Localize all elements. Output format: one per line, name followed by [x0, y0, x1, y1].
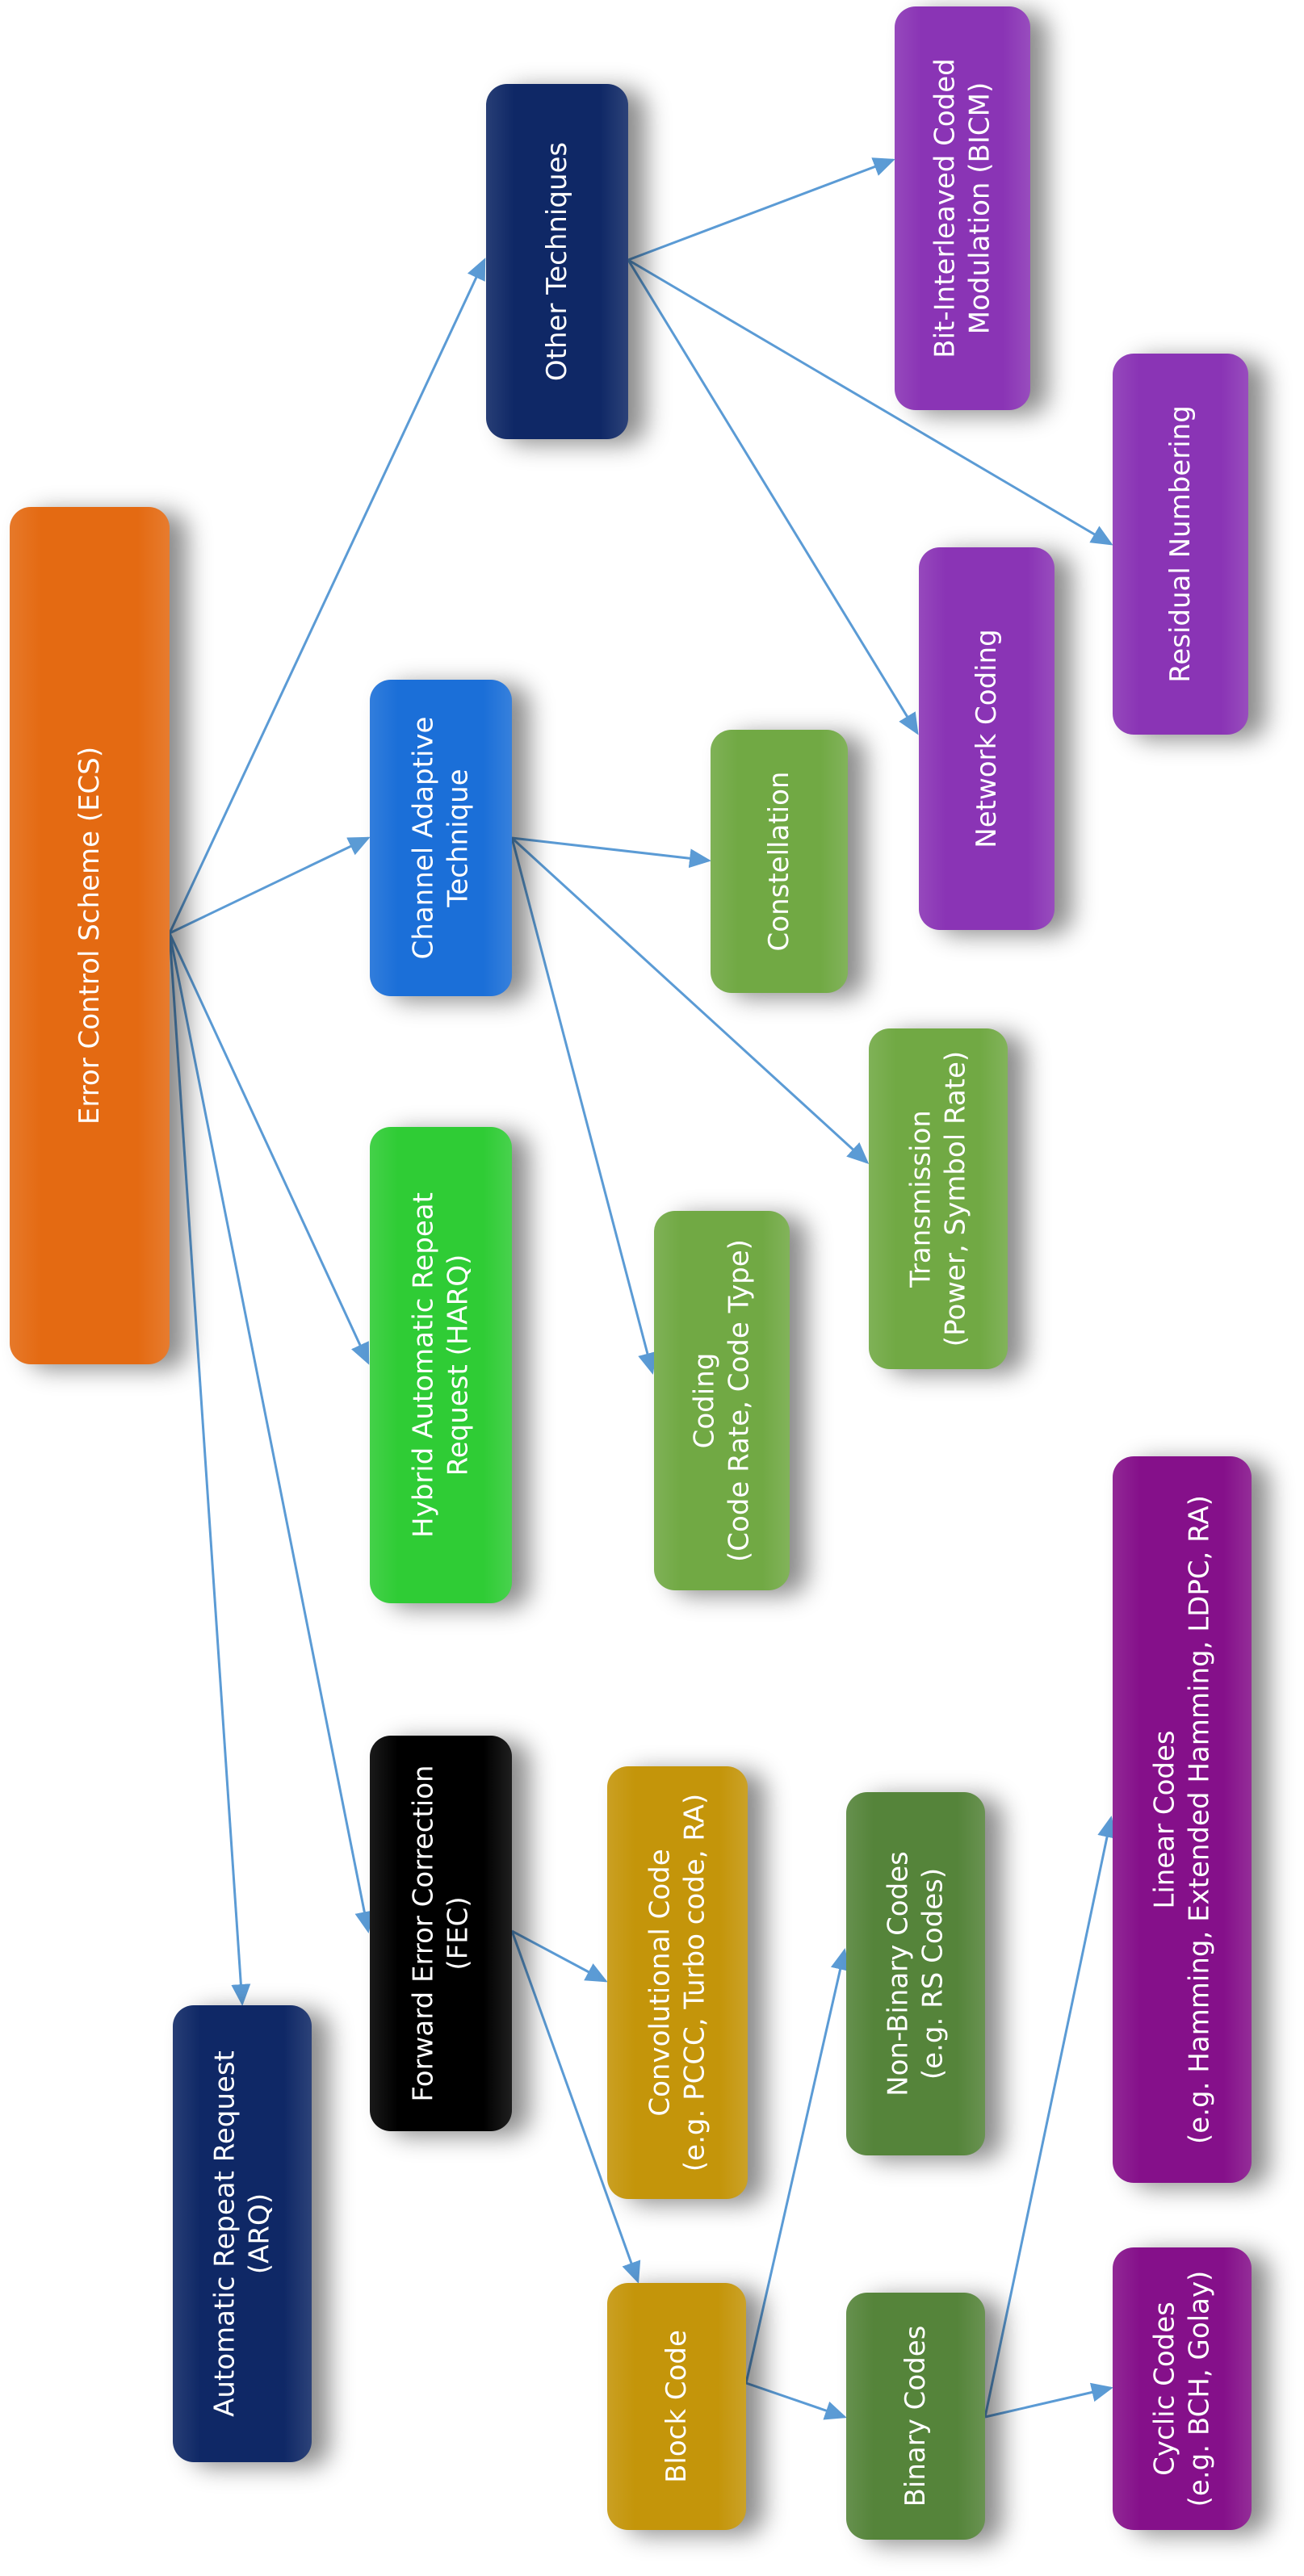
linear-codes-node-text-line: (e.g. Hamming, Extended Hamming, LDPC, R… [1183, 1495, 1215, 2144]
arrow-other-to-network [627, 259, 919, 735]
forward-error-correction-node-text-line: Forward Error Correction [407, 1765, 440, 2102]
arrow-binary-to-linear [983, 1816, 1117, 2418]
other-techniques-node-label: Other Techniques [540, 142, 575, 381]
residual-numbering-node-text-line: Residual Numbering [1164, 405, 1197, 683]
arrow-block-to-binary [745, 2381, 847, 2420]
transmission-node-text-line: (Power, Symbol Rate) [939, 1050, 971, 1347]
coding-node-label: Coding(Code Rate, Code Type) [688, 1239, 757, 1562]
coding-node-text-line: (Code Rate, Code Type) [723, 1239, 755, 1562]
harq-node-text-line: Hybrid Automatic Repeat [407, 1192, 440, 1538]
transmission-node: Transmission(Power, Symbol Rate) [869, 1028, 1008, 1369]
block-code-node: Block Code [607, 2283, 746, 2530]
cyclic-codes-node-text-line: Cyclic Codes [1148, 2302, 1181, 2476]
network-coding-node-text-line: Network Coding [970, 629, 1003, 848]
arrow-ecs-to-arq [168, 932, 251, 2006]
arrow-cat-to-constellation [511, 836, 711, 869]
arrow-ecs-to-other [168, 258, 486, 934]
arrow-binary-to-cyclic [984, 2382, 1113, 2419]
arrow-block-to-nonbinary [744, 1948, 850, 2384]
arrow-ecs-to-cat [169, 836, 371, 935]
non-binary-codes-node: Non-Binary Codes(e.g. RS Codes) [846, 1792, 985, 2155]
convolutional-code-node-text-line: Convolutional Code [644, 1849, 677, 2117]
coding-node-text-line: Coding [688, 1352, 721, 1449]
coding-node: Coding(Code Rate, Code Type) [654, 1211, 790, 1590]
cyclic-codes-node-text-line: (e.g. BCH, Golay) [1183, 2270, 1215, 2507]
channel-adaptive-technique-node-text-line: Technique [442, 769, 474, 907]
convolutional-code-node-text-line: (e.g. PCCC, Turbo code, RA) [678, 1793, 711, 2172]
error-control-scheme-node-text-line: Error Control Scheme (ECS) [73, 746, 106, 1125]
channel-adaptive-technique-node-text-line: Channel Adaptive [407, 716, 440, 960]
error-control-scheme-node: Error Control Scheme (ECS) [10, 507, 170, 1364]
automatic-repeat-request-node: Automatic Repeat Request(ARQ) [173, 2005, 312, 2462]
linear-codes-node-text-line: Linear Codes [1148, 1730, 1181, 1909]
harq-node-text-line: Request (HARQ) [442, 1254, 474, 1476]
forward-error-correction-node-text-line: (FEC) [442, 1896, 474, 1971]
arrow-ecs-to-fec [168, 932, 375, 1933]
automatic-repeat-request-node-text-line: Automatic Repeat Request [208, 2050, 241, 2417]
linear-codes-node: Linear Codes(e.g. Hamming, Extended Hamm… [1113, 1456, 1252, 2183]
arrow-fec-to-block [510, 1930, 641, 2284]
non-binary-codes-node-label: Non-Binary Codes(e.g. RS Codes) [882, 1851, 950, 2096]
forward-error-correction-node-label: Forward Error Correction(FEC) [407, 1765, 476, 2101]
other-techniques-node-text-line: Other Techniques [540, 141, 573, 382]
arrow-cat-to-transmission [510, 836, 870, 1165]
linear-codes-node-label: Linear Codes(e.g. Hamming, Extended Hamm… [1148, 1495, 1217, 2144]
block-code-node-label: Block Code [660, 2330, 694, 2483]
constellation-node: Constellation [711, 730, 848, 993]
convolutional-code-node-label: Convolutional Code(e.g. PCCC, Turbo code… [644, 1794, 712, 2172]
constellation-node-text-line: Constellation [762, 771, 795, 952]
network-coding-node-label: Network Coding [970, 629, 1004, 848]
cyclic-codes-node: Cyclic Codes(e.g. BCH, Golay) [1113, 2247, 1252, 2530]
bicm-node-text-line: Modulation (BICM) [963, 82, 996, 335]
block-code-node-text-line: Block Code [660, 2330, 693, 2483]
arrow-fec-to-conv [511, 1929, 608, 1983]
non-binary-codes-node-text-line: (e.g. RS Codes) [916, 1867, 949, 2080]
arrow-other-to-residual [627, 258, 1113, 546]
bicm-node-text-line: Bit-Interleaved Coded [929, 58, 962, 358]
arrow-cat-to-coding [510, 837, 657, 1375]
binary-codes-node-text-line: Binary Codes [899, 2325, 932, 2507]
other-techniques-node: Other Techniques [486, 84, 628, 439]
arrow-other-to-bicm [627, 157, 895, 262]
arrow-ecs-to-harq [168, 932, 370, 1365]
transmission-node-text-line: Transmission [904, 1110, 937, 1288]
network-coding-node: Network Coding [919, 547, 1055, 930]
residual-numbering-node-label: Residual Numbering [1164, 405, 1198, 683]
error-control-scheme-node-label: Error Control Scheme (ECS) [73, 747, 107, 1125]
binary-codes-node-label: Binary Codes [899, 2326, 933, 2507]
non-binary-codes-node-text-line: Non-Binary Codes [882, 1851, 915, 2096]
automatic-repeat-request-node-text-line: (ARQ) [243, 2193, 275, 2275]
forward-error-correction-node: Forward Error Correction(FEC) [370, 1736, 512, 2131]
transmission-node-label: Transmission(Power, Symbol Rate) [904, 1051, 973, 1347]
automatic-repeat-request-node-label: Automatic Repeat Request(ARQ) [208, 2050, 277, 2417]
binary-codes-node: Binary Codes [846, 2293, 985, 2540]
convolutional-code-node: Convolutional Code(e.g. PCCC, Turbo code… [607, 1766, 748, 2199]
cyclic-codes-node-label: Cyclic Codes(e.g. BCH, Golay) [1148, 2271, 1217, 2507]
residual-numbering-node: Residual Numbering [1113, 354, 1248, 735]
constellation-node-label: Constellation [762, 772, 797, 952]
